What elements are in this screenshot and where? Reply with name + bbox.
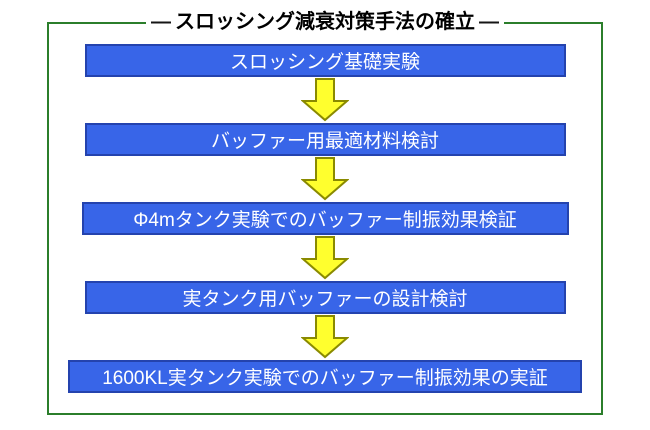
flowchart-frame: ―スロッシング減衰対策手法の確立― スロッシング基礎実験 バッファー用最適材料検… [47,9,603,415]
flow-step-5: 1600KL実タンク実験でのバッファー制振効果の実証 [68,360,582,393]
flow-step-1-label: スロッシング基礎実験 [229,52,420,73]
down-arrow-icon [301,315,349,359]
flow-step-1: スロッシング基礎実験 [84,44,566,77]
flow-step-3-label: Φ4mタンク実験でのバッファー制振効果検証 [133,210,517,231]
flow-step-3: Φ4mタンク実験でのバッファー制振効果検証 [81,202,569,235]
title-dash-left: ― [151,11,171,33]
flow-step-2-label: バッファー用最適材料検討 [210,131,439,152]
down-arrow-icon [301,236,349,280]
diagram-title-text: スロッシング減衰対策手法の確立 [175,11,475,33]
flow-step-4-label: 実タンク用バッファーの設計検討 [182,289,468,310]
flow-step-2: バッファー用最適材料検討 [84,123,566,156]
down-arrow-icon [301,78,349,122]
title-dash-right: ― [479,11,499,33]
down-arrow-icon [301,157,349,201]
diagram-title: ―スロッシング減衰対策手法の確立― [146,9,504,35]
flow-step-4: 実タンク用バッファーの設計検討 [84,281,566,314]
flowchart-steps: スロッシング基礎実験 バッファー用最適材料検討 Φ4mタンク実験でのバッファー制… [49,24,601,413]
flow-step-5-label: 1600KL実タンク実験でのバッファー制振効果の実証 [102,368,548,389]
